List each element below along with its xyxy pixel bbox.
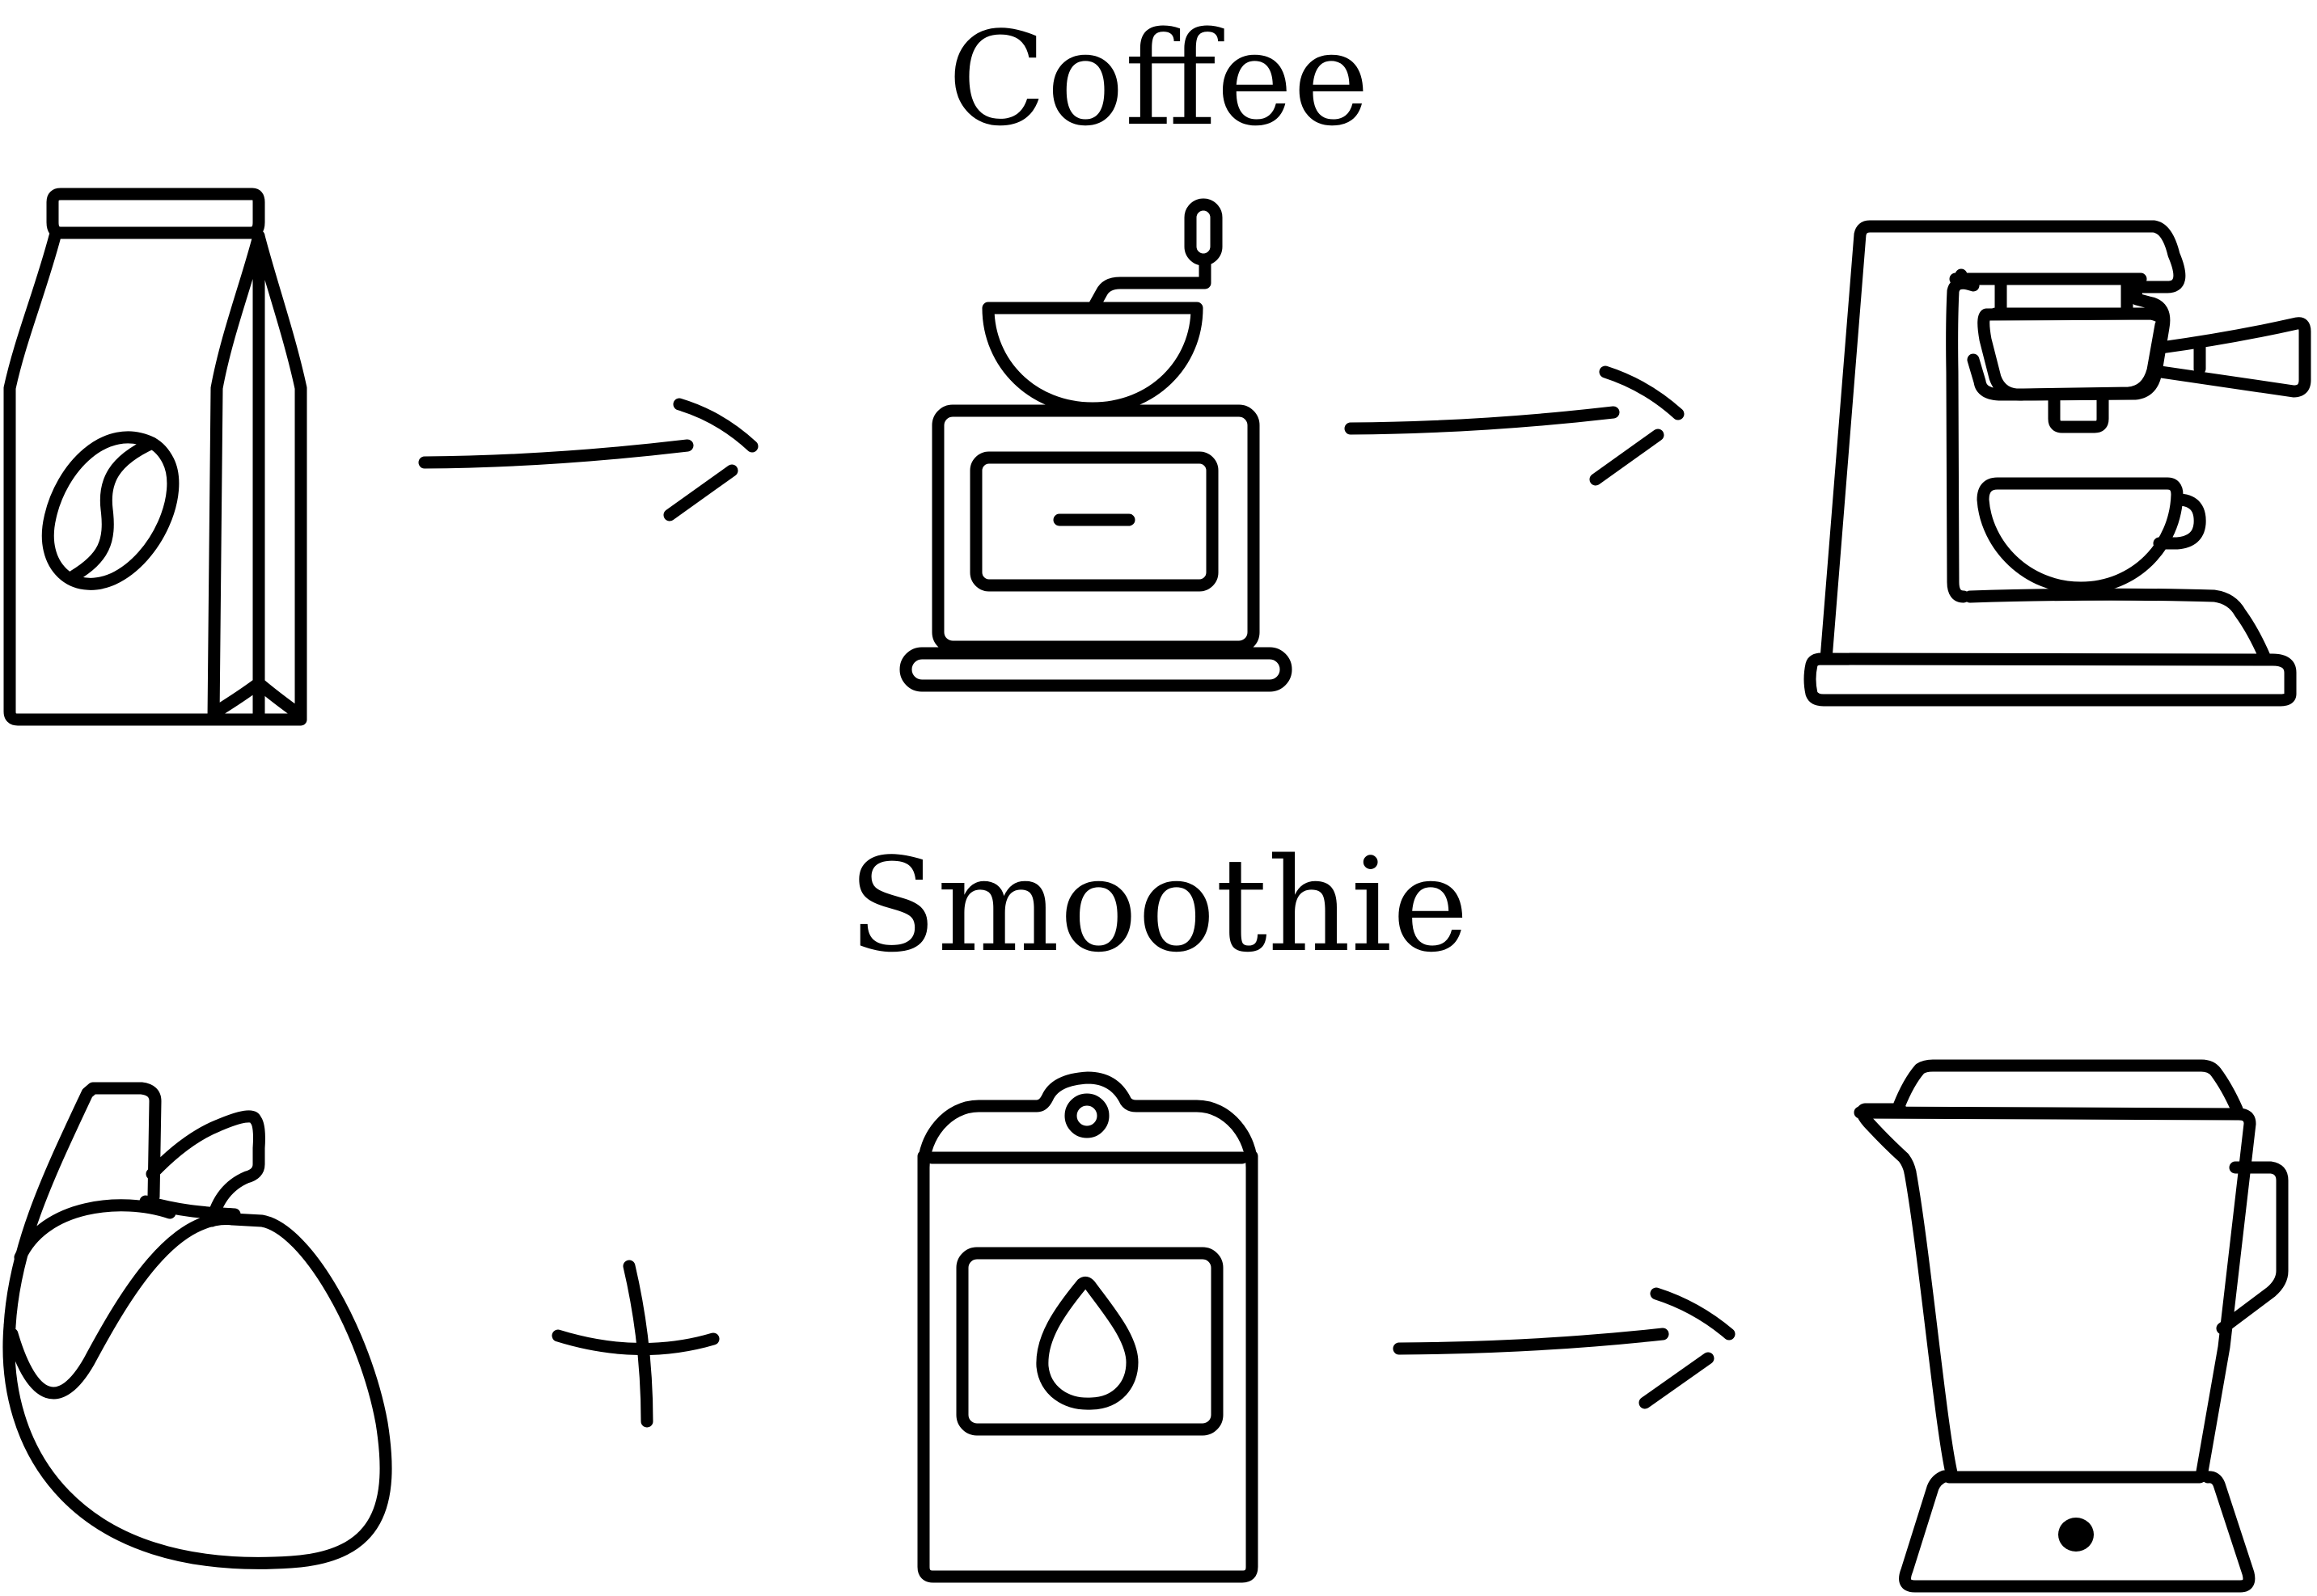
smoothie-title: Smoothie	[848, 830, 1469, 981]
blender-icon	[1854, 1059, 2289, 1593]
plus-connector	[552, 1260, 720, 1428]
arrow-connector	[1393, 1287, 1736, 1409]
oven-icon	[917, 1071, 1258, 1583]
coffee-title: Coffee	[947, 3, 1370, 154]
coffee-grinder-icon	[899, 198, 1292, 692]
heart-organ-icon	[2, 1082, 392, 1569]
arrow-connector	[418, 398, 759, 521]
arrow-connector	[1344, 365, 1685, 486]
coffee-bag-icon	[3, 188, 307, 726]
espresso-machine-icon	[1803, 220, 2311, 707]
